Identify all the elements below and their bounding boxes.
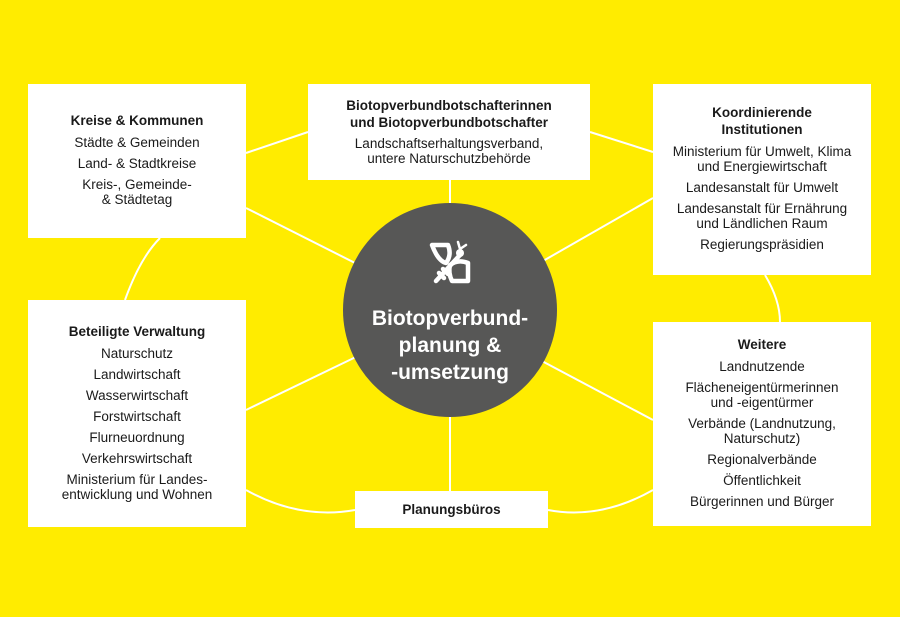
ring-arc-left-bottom [245,489,356,514]
node-planungsbueros: Planungsbüros [355,491,548,528]
node-item: Regierungspräsidien [700,237,824,252]
node-item: Bürgerinnen und Bürger [689,494,835,509]
node-item: Landschaftserhaltungsverband, untere Nat… [354,136,544,166]
node-item: Ministerium für Landes- entwicklung und … [61,471,213,502]
ring-arc-left-top [124,237,161,301]
node-item: Landwirtschaft [93,366,181,382]
node-item: Flurneuordnung [89,429,185,445]
node-item: Regionalverbände [707,452,817,467]
node-item: Verkehrswirtschaft [81,450,193,466]
bee-icon [429,240,471,284]
node-koordinierende-institutionen: Koordinierende Institutionen Ministerium… [653,84,871,275]
node-title: Kreise & Kommunen [70,113,204,128]
node-item: Ministerium für Umwelt, Klima und Energi… [672,144,852,174]
center-label: Biotopverbund- planung & -umsetzung [371,307,529,384]
node-item: Land- & Stadtkreise [77,156,197,171]
node-beteiligte-verwaltung: Beteiligte Verwaltung Naturschutz Landwi… [28,300,246,527]
node-title: Weitere [737,337,787,352]
node-kreise-kommunen: Kreise & Kommunen Städte & Gemeinden Lan… [28,84,246,238]
node-title: Planungsbüros [402,502,501,517]
ring-arc-right-bottom [547,489,654,514]
node-item: Kreis-, Gemeinde- & Städtetag [82,177,192,207]
node-item: Städte & Gemeinden [74,135,200,150]
node-title: Biotopverbundbotschafterinnen und Biotop… [346,98,552,130]
node-item: Landesanstalt für Umwelt [685,180,839,195]
node-item: Öffentlichkeit [723,473,801,488]
node-title: Beteiligte Verwaltung [68,323,206,339]
node-item: Wasserwirtschaft [85,387,189,403]
node-item: Flächeneigentürmerinnen und -eigentürmer [685,380,839,410]
node-item: Landesanstalt für Ernährung und Ländlich… [676,201,848,231]
center-node: Biotopverbund- planung & -umsetzung [343,203,557,417]
node-item: Naturschutz [100,345,174,361]
node-title: Koordinierende Institutionen [712,105,812,137]
node-item: Verbände (Landnutzung, Naturschutz) [688,416,836,446]
node-item: Forstwirtschaft [93,408,181,424]
node-item: Landnutzende [719,359,805,374]
node-biotopverbundbotschafter: Biotopverbundbotschafterinnen und Biotop… [308,84,590,180]
node-weitere: Weitere Landnutzende Flächeneigentürmeri… [653,322,871,526]
ring-arc-right [764,274,781,323]
